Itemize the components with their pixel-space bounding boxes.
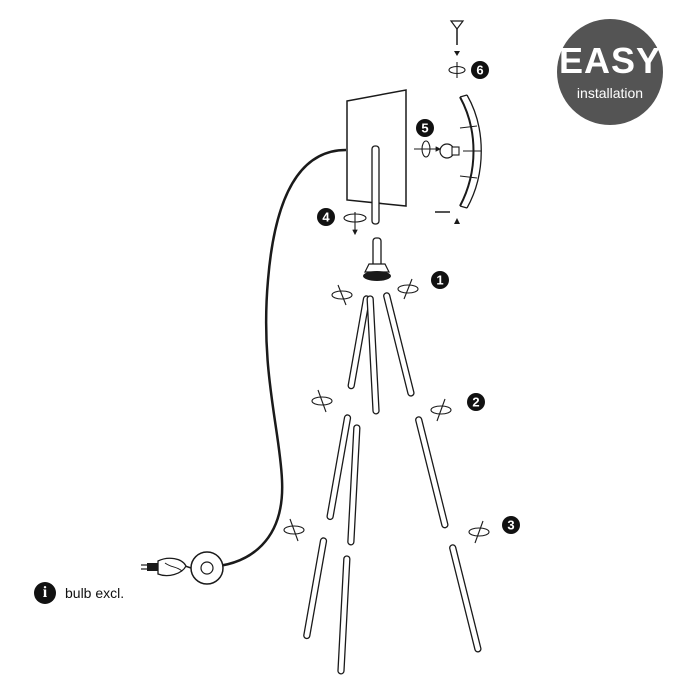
rotate-arrow-icon	[343, 212, 367, 236]
svg-text:6: 6	[476, 63, 483, 78]
rotate-arrow-icon	[448, 62, 466, 78]
svg-text:1: 1	[436, 273, 443, 288]
rotate-arrow-icon	[468, 520, 490, 544]
leg-segment	[449, 544, 482, 653]
rotate-arrow-icon	[331, 284, 353, 306]
rotate-arrow-icon	[311, 389, 333, 413]
plug-icon	[141, 557, 187, 577]
step-2-marker: 2	[467, 393, 485, 411]
easy-installation-badge: EASY installation	[557, 19, 663, 125]
step-6-marker: 6	[471, 61, 489, 79]
svg-text:3: 3	[507, 518, 514, 533]
svg-text:2: 2	[472, 395, 479, 410]
rotate-arrow-icon	[430, 398, 452, 422]
rotate-arrow-icon	[414, 140, 442, 158]
leg-segment	[303, 537, 328, 640]
step-4-marker: 4	[317, 208, 335, 226]
leg-segment	[415, 416, 449, 529]
leg-segment	[326, 414, 352, 521]
rotate-arrow-icon	[397, 278, 419, 300]
tripod-head	[363, 263, 391, 281]
power-cable	[207, 148, 347, 569]
badge-subtitle: installation	[576, 85, 644, 101]
rotate-arrow-icon	[283, 518, 305, 542]
step-5-marker: 5	[416, 119, 434, 137]
lamp-shade	[346, 89, 407, 225]
foot-switch-icon	[190, 551, 224, 585]
leg-segment	[347, 295, 371, 390]
leg-segment	[337, 555, 351, 675]
bulb-note: i bulb excl.	[34, 581, 124, 605]
screw-icon	[449, 20, 465, 56]
leg-segment	[383, 292, 415, 397]
step-1-marker: 1	[431, 271, 449, 289]
badge-title: EASY	[558, 40, 662, 81]
bulb-icon	[439, 143, 460, 159]
bulb-note-text: bulb excl.	[65, 585, 125, 601]
lens-reflector	[459, 94, 482, 209]
leg-segment	[366, 295, 380, 415]
info-icon: i	[34, 582, 56, 604]
svg-text:5: 5	[421, 121, 428, 136]
svg-text:4: 4	[322, 210, 330, 225]
small-screw-icon	[454, 218, 460, 224]
leg-segment	[347, 424, 361, 546]
step-3-marker: 3	[502, 516, 520, 534]
